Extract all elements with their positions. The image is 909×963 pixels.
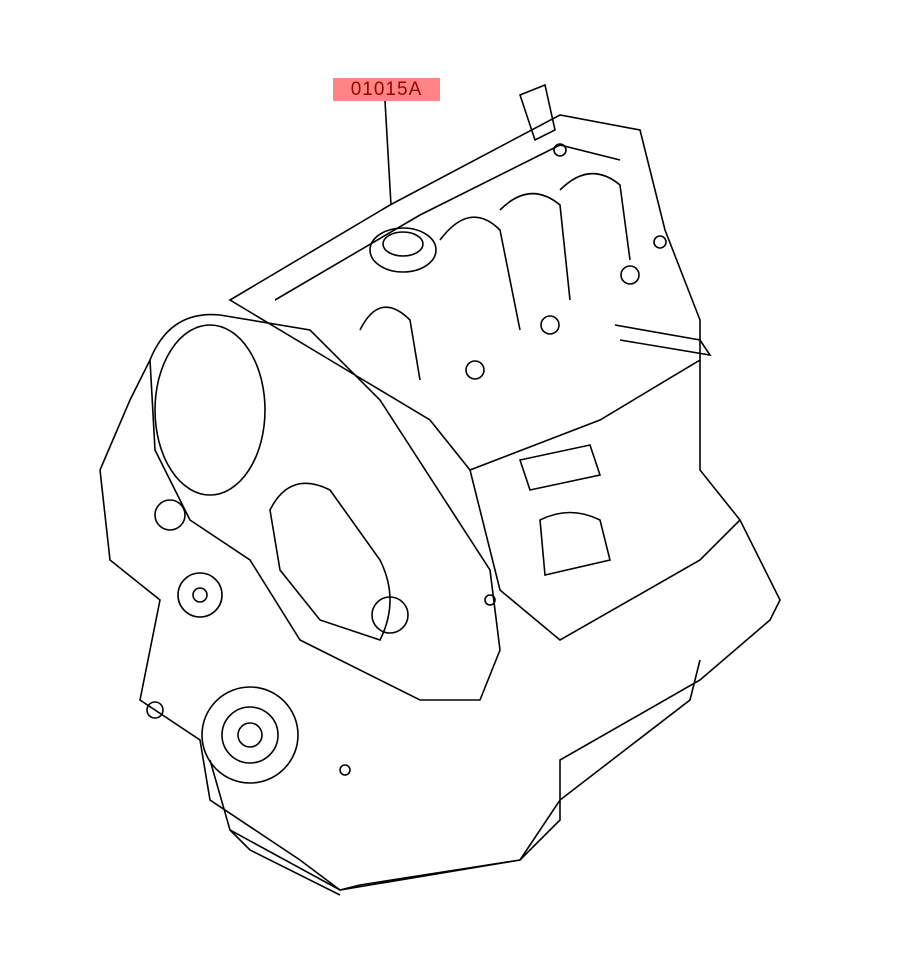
leader-line bbox=[384, 100, 392, 206]
water-pump-pulley bbox=[177, 572, 223, 618]
timing-cover-upper bbox=[154, 324, 266, 496]
engine-body bbox=[99, 83, 781, 896]
oil-filler-cap bbox=[369, 227, 437, 273]
crankshaft-pulley bbox=[201, 686, 299, 784]
oil-pan bbox=[209, 659, 701, 891]
part-number-callout[interactable]: 01015A bbox=[333, 78, 440, 101]
